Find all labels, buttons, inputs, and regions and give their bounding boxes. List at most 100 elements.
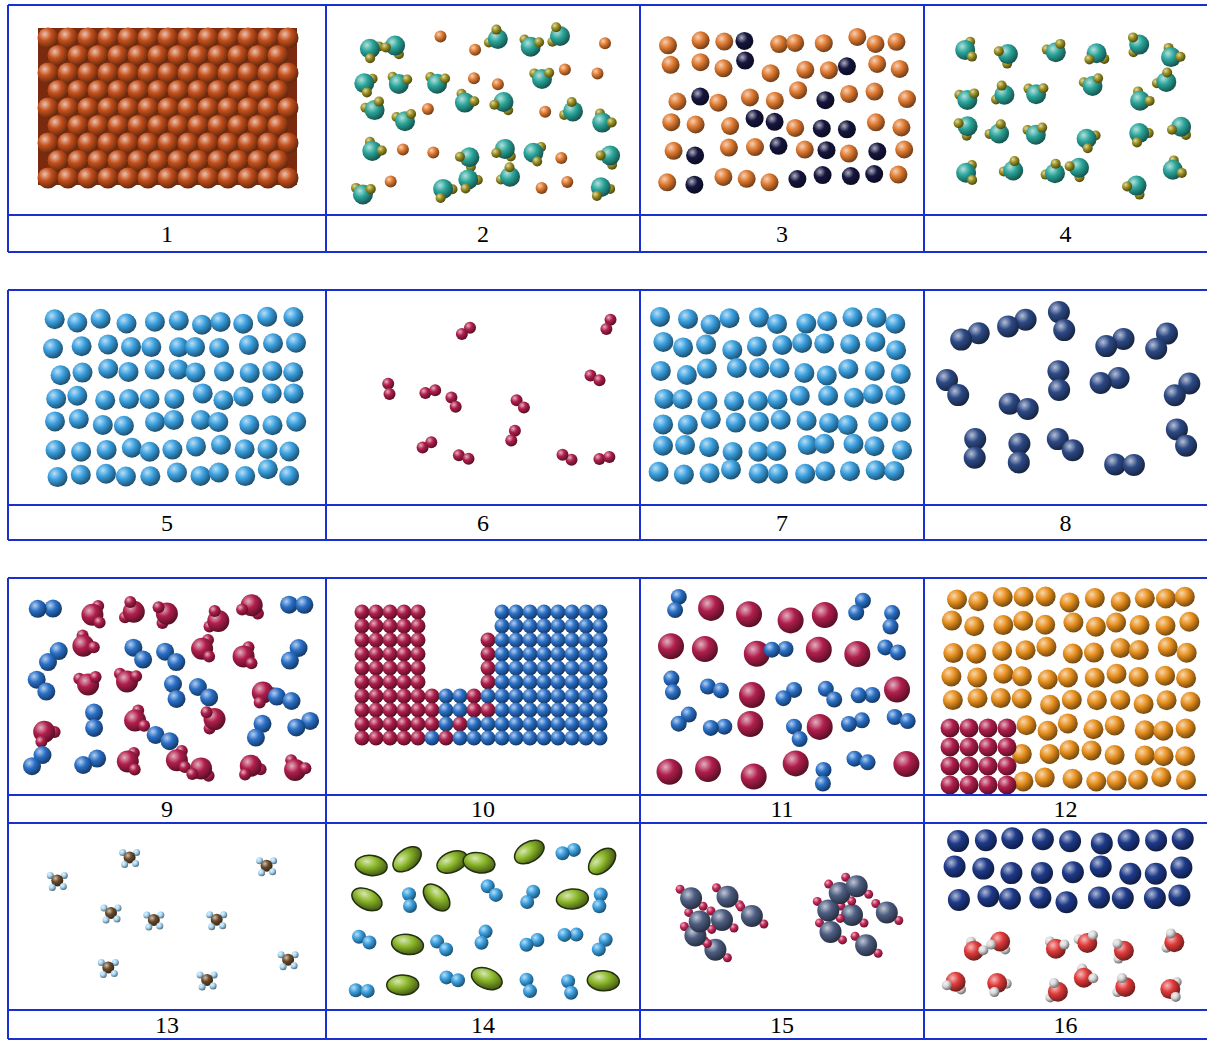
particle xyxy=(579,661,594,676)
particle xyxy=(968,591,988,611)
cell-number: 3 xyxy=(640,222,924,246)
particle xyxy=(851,687,867,703)
particle xyxy=(536,182,548,194)
particle xyxy=(697,391,717,411)
particle xyxy=(495,717,510,732)
particle xyxy=(369,605,384,620)
particle xyxy=(737,711,763,737)
particle xyxy=(689,910,711,932)
particle xyxy=(1036,587,1056,607)
particle xyxy=(523,984,537,998)
particle xyxy=(654,389,674,409)
particle xyxy=(387,975,419,996)
particle xyxy=(436,193,446,203)
particle xyxy=(369,619,384,634)
particle xyxy=(815,776,831,792)
particle xyxy=(468,72,480,84)
particle xyxy=(422,103,434,115)
particle xyxy=(697,359,717,379)
particle xyxy=(565,661,580,676)
particle xyxy=(600,323,612,335)
particle xyxy=(114,416,134,436)
particle xyxy=(1154,746,1174,766)
particle xyxy=(46,389,66,409)
particle xyxy=(770,35,788,53)
particle xyxy=(649,462,669,482)
particle xyxy=(1135,745,1155,765)
particle xyxy=(1063,644,1083,664)
particle xyxy=(888,33,906,51)
particle xyxy=(558,928,572,942)
particle xyxy=(411,717,426,732)
particle xyxy=(715,59,733,77)
particle xyxy=(418,879,455,916)
particle xyxy=(491,148,501,158)
particle xyxy=(565,619,580,634)
particle xyxy=(786,34,804,52)
particle xyxy=(1176,770,1196,790)
particle xyxy=(254,697,266,709)
particle xyxy=(495,689,510,704)
particle xyxy=(169,310,189,330)
particle xyxy=(1059,740,1079,760)
particle xyxy=(1091,832,1113,854)
particle xyxy=(565,703,580,718)
particle xyxy=(355,619,370,634)
particle xyxy=(1118,829,1140,851)
particle xyxy=(941,719,960,738)
particle xyxy=(1036,637,1056,657)
particle xyxy=(100,971,107,978)
particle xyxy=(840,334,860,354)
particle xyxy=(653,332,673,352)
particle xyxy=(492,78,504,90)
particle xyxy=(551,731,566,746)
particle xyxy=(67,386,87,406)
particle xyxy=(891,412,911,432)
particle xyxy=(1053,319,1075,341)
particle xyxy=(257,307,277,327)
particle xyxy=(281,652,299,670)
particle xyxy=(240,363,260,383)
particle xyxy=(687,116,705,134)
particle xyxy=(158,168,179,189)
particle xyxy=(117,314,137,334)
particle xyxy=(657,759,683,785)
particle xyxy=(463,453,475,465)
particle xyxy=(677,365,697,385)
particle xyxy=(211,435,231,455)
particle xyxy=(1095,335,1117,357)
particle xyxy=(950,329,972,351)
particle xyxy=(439,942,453,956)
particle xyxy=(537,619,552,634)
particle xyxy=(453,717,468,732)
particle xyxy=(1167,125,1177,135)
particle xyxy=(440,74,450,84)
particle xyxy=(291,962,298,969)
particle xyxy=(286,412,306,432)
particle xyxy=(686,147,704,165)
particle xyxy=(766,113,784,131)
particle xyxy=(814,333,834,353)
particle xyxy=(1113,939,1123,949)
particle xyxy=(772,335,792,355)
particle xyxy=(593,731,608,746)
particle xyxy=(714,168,732,186)
particle xyxy=(1012,666,1032,686)
particle xyxy=(662,113,680,131)
particle xyxy=(816,762,832,778)
particle xyxy=(1013,771,1033,791)
particle xyxy=(49,884,56,891)
particle xyxy=(665,684,681,700)
particle xyxy=(67,313,87,333)
particle xyxy=(402,75,412,85)
particle xyxy=(816,91,834,109)
particle xyxy=(369,675,384,690)
particle xyxy=(855,934,877,956)
particle xyxy=(72,336,92,356)
particle xyxy=(564,986,578,1000)
particle xyxy=(867,113,885,131)
particle xyxy=(651,361,671,381)
particle xyxy=(355,689,370,704)
cell-number: 2 xyxy=(326,222,640,246)
particle xyxy=(201,706,213,718)
